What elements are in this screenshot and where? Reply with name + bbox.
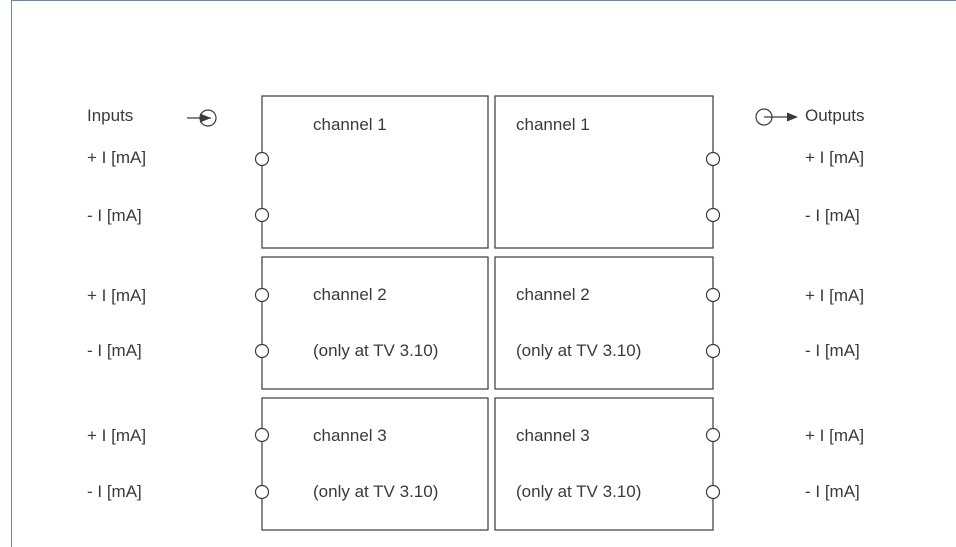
output-plus-label: + I [mA]: [805, 148, 865, 167]
output-minus-label: - I [mA]: [805, 206, 860, 225]
left-channel-2-title: channel 2: [313, 285, 387, 304]
input-plus-label: + I [mA]: [87, 426, 147, 445]
input-plus-label: + I [mA]: [87, 148, 147, 167]
left-channel-2-note: (only at TV 3.10): [313, 341, 439, 360]
left-channel-1-title: channel 1: [313, 115, 387, 134]
input-plus-label: + I [mA]: [87, 286, 147, 305]
output-minus-label: - I [mA]: [805, 482, 860, 501]
output-plus-label: + I [mA]: [805, 426, 865, 445]
left-channel-3-note: (only at TV 3.10): [313, 482, 439, 501]
output-minus-label: - I [mA]: [805, 341, 860, 360]
right-channel-2-title: channel 2: [516, 285, 590, 304]
input-minus-label: - I [mA]: [87, 341, 142, 360]
right-channel-3-note: (only at TV 3.10): [516, 482, 642, 501]
figure-frame: [11, 0, 956, 547]
output-plus-label: + I [mA]: [805, 286, 865, 305]
outputs-heading: Outputs: [805, 106, 865, 125]
input-minus-label: - I [mA]: [87, 206, 142, 225]
right-channel-2-note: (only at TV 3.10): [516, 341, 642, 360]
inputs-heading: Inputs: [87, 106, 134, 125]
left-channel-3-title: channel 3: [313, 426, 387, 445]
input-minus-label: - I [mA]: [87, 482, 142, 501]
right-channel-3-title: channel 3: [516, 426, 590, 445]
right-channel-1-title: channel 1: [516, 115, 590, 134]
